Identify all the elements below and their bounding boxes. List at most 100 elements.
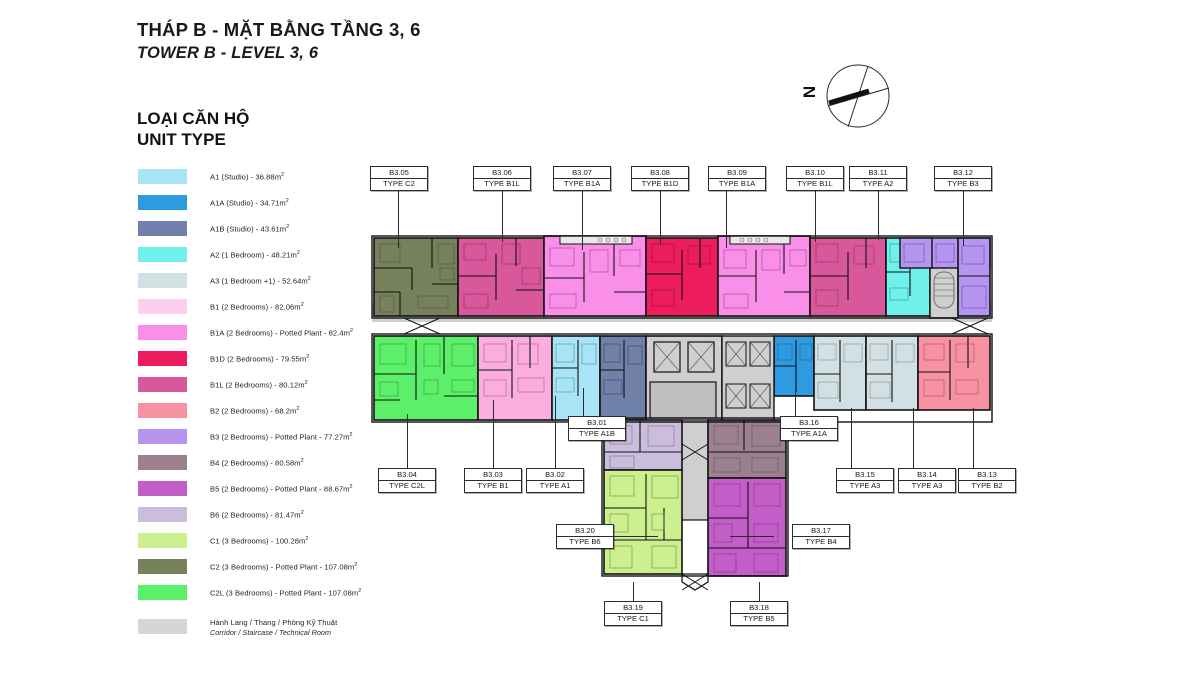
unit-tag-code: B3.20	[557, 525, 613, 537]
unit-tag-leader-line	[614, 536, 658, 537]
unit-tag-leader-line	[660, 180, 661, 245]
legend-color-swatch	[138, 221, 187, 236]
legend-item-label: B1L (2 Bedrooms) - 80.12m2	[210, 380, 308, 390]
unit-b312	[899, 237, 991, 317]
legend-item-label: B2 (2 Bedrooms) - 68.2m2	[210, 406, 300, 416]
unit-tag-code: B3.18	[731, 602, 787, 614]
legend-item: A3 (1 Bedroom +1) - 52.64m2	[138, 272, 498, 298]
legend-item: B1L (2 Bedrooms) - 80.12m2	[138, 376, 498, 402]
unit-tag-type: TYPE C2	[383, 179, 415, 189]
unit-tag-code: B3.17	[793, 525, 849, 537]
unit-tag-code: B3.05	[371, 167, 427, 179]
unit-tag-type: TYPE C2L	[389, 481, 425, 491]
legend-heading-english: UNIT TYPE	[137, 130, 226, 150]
legend-unit-superscript: 2	[306, 354, 310, 360]
legend-unit-superscript: 2	[286, 224, 290, 230]
unit-b314	[865, 335, 919, 411]
legend-color-swatch	[138, 273, 187, 288]
unit-tag-type: TYPE B1A	[718, 179, 756, 189]
legend-item: B1A (2 Bedrooms) - Potted Plant - 82.4m2	[138, 324, 498, 350]
legend-unit-superscript: 2	[307, 276, 311, 282]
legend-color-swatch	[138, 455, 187, 470]
legend-unit-superscript: 2	[305, 536, 309, 542]
legend-item-label: B5 (2 Bedrooms) - Potted Plant - 88.67m2	[210, 484, 353, 494]
legend-color-swatch	[138, 299, 187, 314]
legend-unit-superscript: 2	[358, 588, 362, 594]
legend-item-label: B1 (2 Bedrooms) - 82.06m2	[210, 302, 304, 312]
legend-corridor-label-vietnamese: Hành Lang / Thang / Phòng Kỹ Thuật	[210, 618, 338, 627]
unit-tag-type: TYPE B5	[743, 614, 775, 624]
unit-b309	[717, 235, 811, 317]
unit-tag-type: TYPE B1D	[641, 179, 679, 189]
legend-item: B1D (2 Bedrooms) - 79.55m2	[138, 350, 498, 376]
legend-unit-superscript: 2	[349, 484, 353, 490]
compass-circle-icon	[826, 64, 890, 128]
legend-unit-superscript: 2	[296, 250, 300, 256]
unit-tag-type: TYPE B6	[569, 537, 601, 547]
unit-tag-leader-line	[582, 180, 583, 250]
unit-tag-type: TYPE A1	[539, 481, 571, 491]
unit-tag-type: TYPE B1	[477, 481, 509, 491]
unit-tag-leader-line	[963, 180, 964, 246]
unit-tag-type: TYPE A3	[849, 481, 881, 491]
legend-unit-superscript: 2	[285, 198, 289, 204]
legend-item: C2L (3 Bedrooms) - Potted Plant - 107.08…	[138, 584, 498, 610]
legend-item: B4 (2 Bedrooms) - 80.58m2	[138, 454, 498, 480]
unit-b305	[373, 237, 459, 317]
unit-tag-code: B3.08	[632, 167, 688, 179]
legend-item: A1A (Studio) - 34.71m2	[138, 194, 498, 220]
unit-tag-code: B3.09	[709, 167, 765, 179]
unit-tag-type: TYPE B4	[805, 537, 837, 547]
unit-tag-leader-line	[398, 180, 399, 248]
compass-rose-icon: N	[800, 58, 910, 140]
legend-item: B2 (2 Bedrooms) - 68.2m2	[138, 402, 498, 428]
legend-unit-superscript: 2	[300, 458, 304, 464]
unit-tag-leader-line	[759, 582, 760, 601]
legend-item-label: C2L (3 Bedrooms) - Potted Plant - 107.08…	[210, 588, 362, 598]
legend-color-swatch	[138, 169, 187, 184]
legend-item: A1B (Studio) - 43.61m2	[138, 220, 498, 246]
legend-item: C1 (3 Bedrooms) - 100.28m2	[138, 532, 498, 558]
legend-item-label: A2 (1 Bedroom) - 48.21m2	[210, 250, 300, 260]
unit-b316	[773, 335, 815, 397]
legend-color-swatch	[138, 325, 187, 340]
legend-item-label: A1A (Studio) - 34.71m2	[210, 198, 289, 208]
unit-tag-type: TYPE A1A	[791, 429, 827, 439]
unit-tag-leader-line	[502, 180, 503, 242]
unit-tag-leader-line	[493, 400, 494, 468]
legend-color-swatch	[138, 351, 187, 366]
legend-item: C2 (3 Bedrooms) - Potted Plant - 107.08m…	[138, 558, 498, 584]
legend-color-swatch	[138, 585, 187, 600]
unit-tag-code: B3.13	[959, 469, 1015, 481]
legend-heading-vietnamese: LOẠI CĂN HỘ	[137, 109, 250, 128]
legend-color-swatch	[138, 195, 187, 210]
unit-b317	[707, 419, 787, 479]
unit-tag-leader-line	[795, 388, 796, 416]
unit-tag-leader-line	[878, 180, 879, 240]
legend-unit-superscript: 2	[300, 302, 304, 308]
unit-tag-code: B3.07	[554, 167, 610, 179]
unit-tag-type: TYPE A3	[911, 481, 943, 491]
